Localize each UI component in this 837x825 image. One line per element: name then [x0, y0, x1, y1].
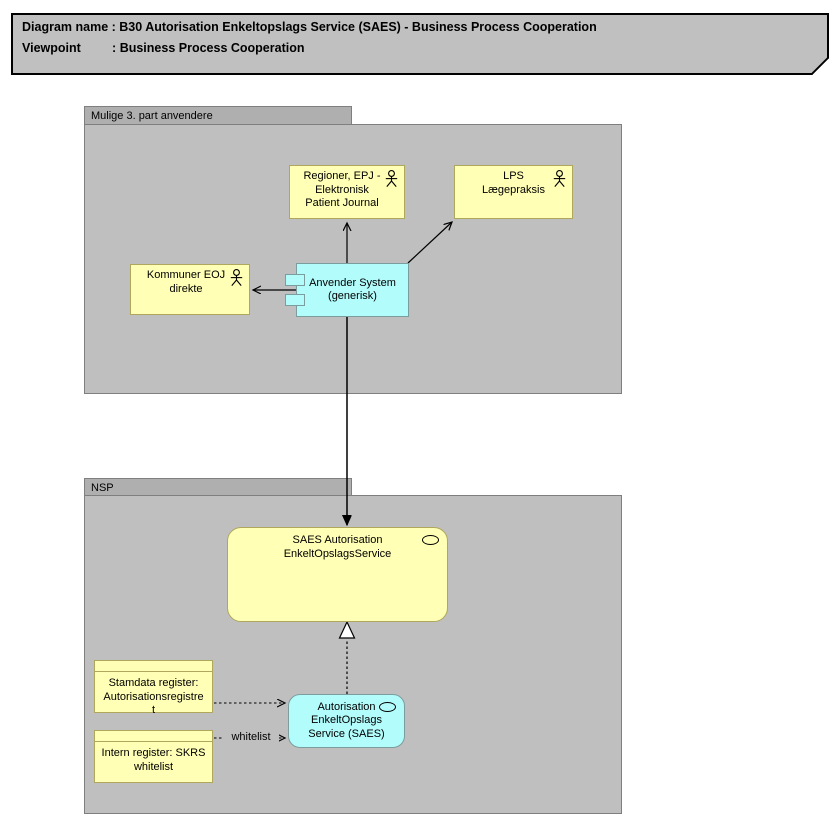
node-lps[interactable]: LPS Lægepraksis	[454, 165, 573, 219]
business-actor-icon	[385, 170, 398, 188]
node-label: Kommuner EOJ direkte	[146, 269, 226, 295]
connector-label-whitelist: whitelist	[223, 731, 279, 744]
component-icon	[285, 294, 305, 306]
business-actor-icon	[553, 170, 566, 188]
component-icon	[285, 274, 305, 286]
node-label: SAES Autorisation EnkeltOpslagsService	[283, 534, 392, 560]
node-stamdata-register[interactable]: Stamdata register: Autorisationsregistre…	[94, 660, 213, 716]
diagram-title: Diagram name : B30 Autorisation Enkeltop…	[22, 17, 812, 59]
node-label: Regioner, EPJ - Elektronisk Patient Jour…	[303, 170, 381, 209]
data-object-icon	[95, 731, 212, 742]
diagram-note-shape	[11, 13, 830, 76]
group-tab-third-party: Mulige 3. part anvendere	[84, 106, 352, 125]
node-label: Autorisation EnkeltOpslags Service (SAES…	[308, 700, 385, 740]
node-saes-service[interactable]: SAES Autorisation EnkeltOpslagsService	[227, 527, 448, 622]
node-label: LPS Lægepraksis	[482, 170, 545, 196]
service-icon	[379, 702, 396, 712]
node-kommuner-eoj[interactable]: Kommuner EOJ direkte	[130, 264, 250, 315]
node-anvender-system[interactable]: Anvender System (generisk)	[285, 263, 409, 317]
business-actor-icon	[230, 269, 243, 287]
group-label-third-party: Mulige 3. part anvendere	[91, 110, 213, 122]
node-label: Stamdata register: Autorisationsregistre…	[103, 677, 204, 716]
group-label-nsp: NSP	[91, 482, 114, 494]
group-tab-nsp: NSP	[84, 478, 352, 496]
service-icon	[422, 535, 439, 545]
node-label: Intern register: SKRS whitelist	[101, 747, 206, 773]
diagram-title-line1: Diagram name : B30 Autorisation Enkeltop…	[22, 20, 597, 34]
node-label: Anvender System (generisk)	[309, 276, 396, 303]
node-intern-register[interactable]: Intern register: SKRS whitelist	[94, 730, 213, 783]
node-regioner-epj[interactable]: Regioner, EPJ - Elektronisk Patient Jour…	[289, 165, 405, 219]
node-autorisation-service[interactable]: Autorisation EnkeltOpslags Service (SAES…	[288, 694, 405, 748]
diagram-viewpoint-line: Viewpoint : Business Process Cooperation	[22, 41, 305, 55]
data-object-icon	[95, 661, 212, 672]
